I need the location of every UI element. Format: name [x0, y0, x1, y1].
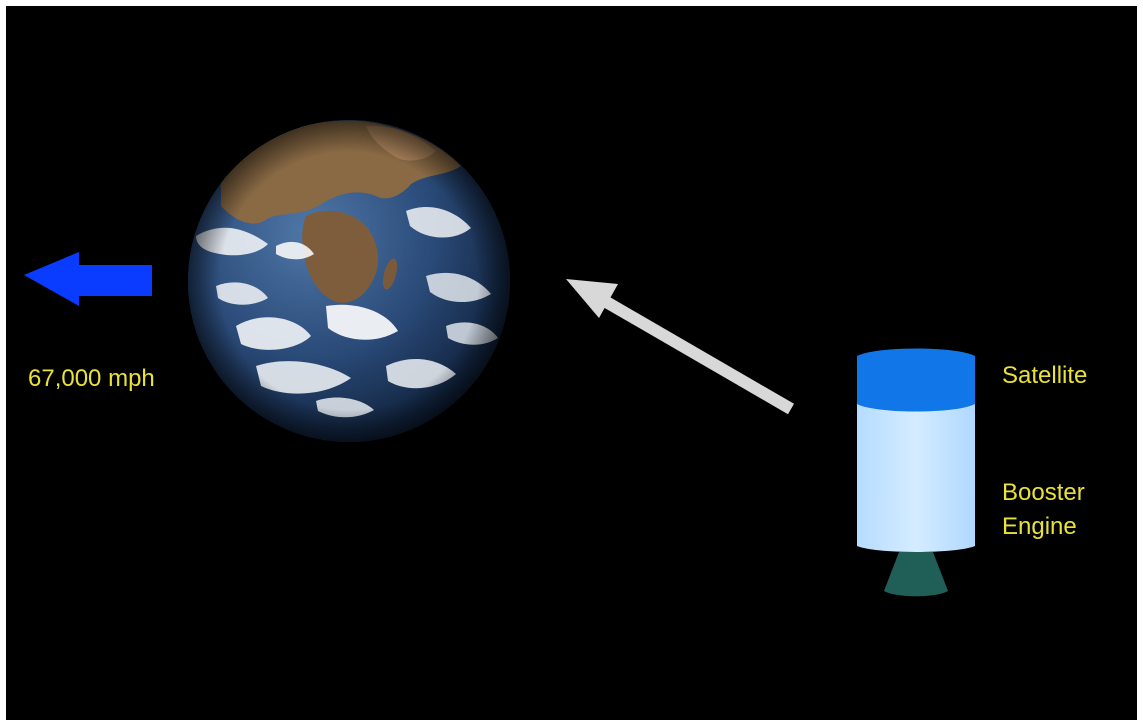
booster-body [857, 402, 975, 552]
nozzle [884, 552, 948, 596]
satellite-body [857, 349, 975, 412]
diagonal-arrow-icon [566, 279, 791, 409]
speed-label: 67,000 mph [28, 362, 155, 396]
booster-label: Booster [1002, 476, 1085, 510]
satellite-label: Satellite [1002, 359, 1087, 393]
diagram-graphics [6, 6, 1137, 720]
engine-label: Engine [1002, 510, 1077, 544]
earth-globe-icon [188, 120, 510, 442]
diagram-canvas: 67,000 mph Satellite Booster Engine [6, 6, 1137, 720]
left-arrow-icon [24, 252, 152, 306]
rocket-stack-icon [857, 349, 975, 597]
